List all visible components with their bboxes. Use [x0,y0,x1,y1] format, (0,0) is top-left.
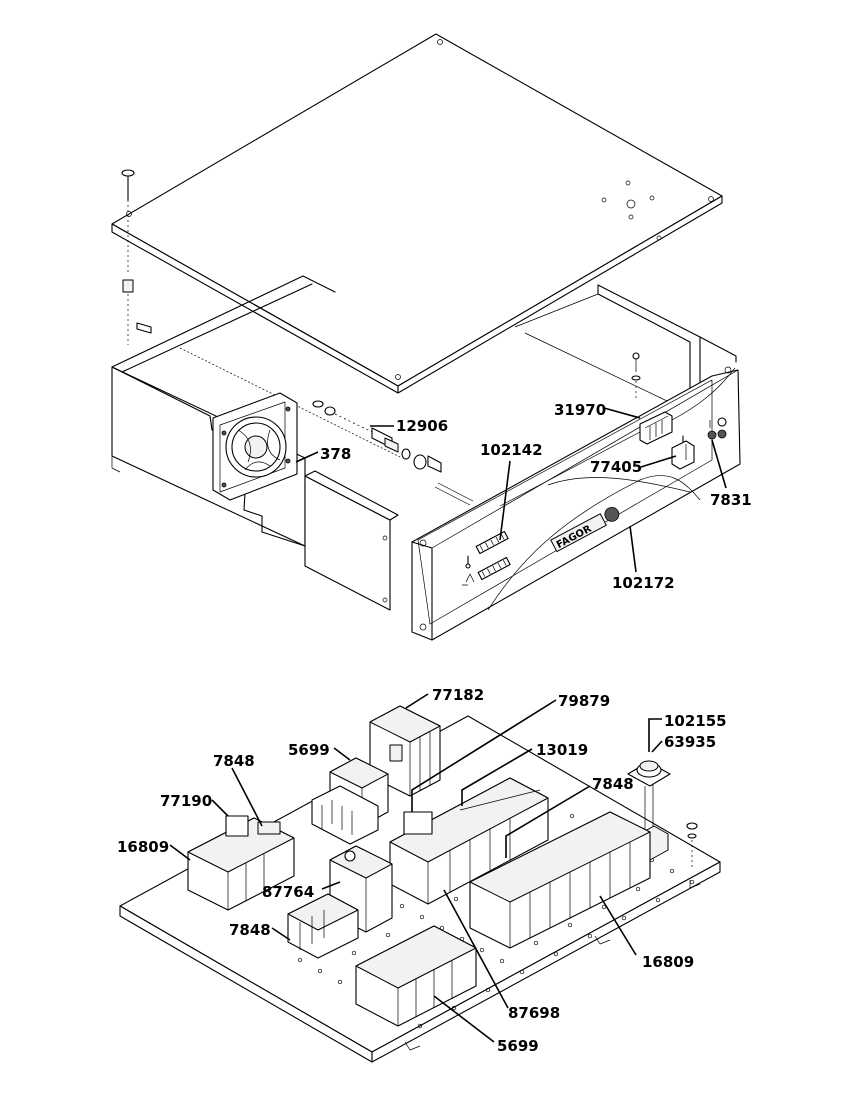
label-5699-bottom: 5699 [497,1037,539,1055]
mounting-hole [553,951,559,957]
leader-77190 [211,799,229,817]
mounting-hole [621,915,627,921]
relay-7848-bottom [287,893,359,959]
top-cover-plate [111,33,723,394]
label-378: 378 [320,445,351,463]
leader-7848-mid [505,785,591,858]
leader-87764 [321,881,341,890]
relay-5699-bottom [355,925,477,1027]
leader-63935 [651,740,663,753]
display-bottom [477,556,511,581]
mounting-hole [351,950,357,956]
mounting-hole [655,897,661,903]
mounting-hole [399,903,405,909]
mounting-hole [417,1023,423,1029]
mounting-hole [569,813,575,819]
mounting-hole [337,979,343,985]
enclosure-assembly: FAGOR [111,33,741,641]
leader-102172 [629,525,637,573]
label-77190: 77190 [160,792,212,810]
label-79879: 79879 [558,692,610,710]
leader-13019 [461,748,533,806]
thermometer-icon [465,555,471,569]
leader-77182 [405,693,429,709]
label-7848-c: 7848 [229,921,271,939]
leader-31970 [603,407,641,419]
mounting-hole [451,1005,457,1011]
label-77405: 77405 [590,458,642,476]
label-87764: 87764 [262,883,314,901]
label-16809-a: 16809 [117,838,169,856]
mounting-hole [453,896,459,902]
relay-5699-top [311,757,389,845]
label-16809-b: 16809 [642,953,694,971]
mounting-hole [519,969,525,975]
label-102155: 102155 [664,712,727,730]
base-screw [686,822,698,870]
leader-5699-bottom [433,995,495,1043]
label-7848-a: 7848 [213,752,255,770]
leader-16809-right [599,895,637,956]
fan-unit [212,392,298,501]
terminal-block-16809-left [187,815,295,911]
label-31970: 31970 [554,401,606,419]
switch-77405 [631,352,695,470]
label-5699-top: 5699 [288,741,330,759]
label-102172: 102172 [612,574,675,592]
mounting-hole [669,868,675,874]
leader-378 [295,451,319,463]
label-7831: 7831 [710,491,752,509]
leader-79879 [411,699,557,812]
leader-102155 [648,718,662,752]
label-87698: 87698 [508,1004,560,1022]
mounting-hole [385,932,391,938]
leader-7848-top-left [231,767,263,827]
terminal-block-16809-right [469,811,651,949]
leader-16809-left [169,844,191,861]
leader-7831 [711,439,727,489]
mounting-hole [419,914,425,920]
mounting-hole [533,940,539,946]
mounting-hole [635,886,641,892]
connector-31970 [499,367,736,507]
leader-7848-bottom [271,927,291,941]
humidity-icon [462,573,475,586]
base-plate-assembly [119,693,721,1063]
label-77182: 77182 [432,686,484,704]
label-102142: 102142 [480,441,543,459]
label-13019: 13019 [536,741,588,759]
mounting-hole [587,933,593,939]
mounting-hole [485,987,491,993]
fan-bracket-screw [312,400,474,506]
label-12906: 12906 [396,417,448,435]
leader-87698 [443,889,509,1009]
mounting-hole [297,957,303,963]
label-63935: 63935 [664,733,716,751]
leader-5699-top [333,747,351,761]
leader-77405 [640,455,677,468]
cover-screw [121,169,152,345]
mounting-hole [317,968,323,974]
mounting-hole [479,947,485,953]
led-indicators [707,417,727,440]
mounting-hole [689,879,695,885]
mounting-hole [567,922,573,928]
label-7848-b: 7848 [592,775,634,793]
mounting-hole [499,958,505,964]
leader-102142 [499,460,511,541]
